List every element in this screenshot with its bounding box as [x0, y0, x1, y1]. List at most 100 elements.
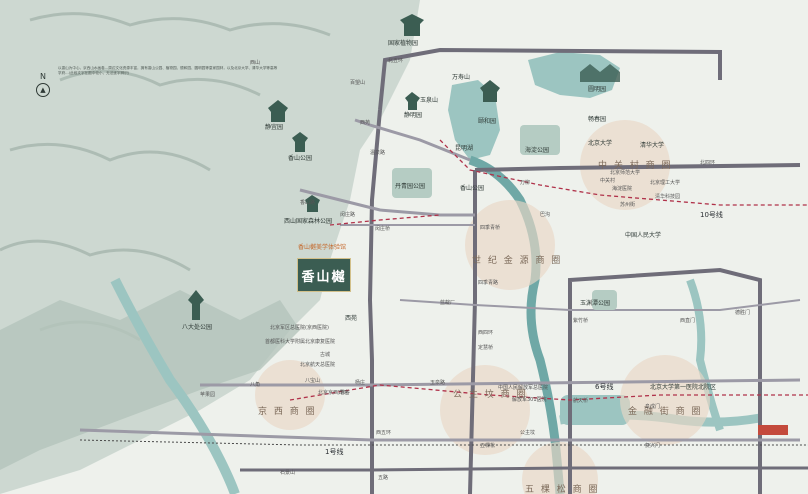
- poi-label: 西五环: [376, 430, 392, 436]
- west-fifth-ring: [367, 109, 382, 494]
- lower-mountains: [0, 290, 300, 470]
- landmark-haidian-park: 海淀公园: [525, 147, 550, 154]
- north-arrow-icon: ▲: [36, 83, 50, 97]
- poi-label: 北四环: [700, 160, 716, 166]
- poi-label: 蓝靛厂: [440, 300, 456, 306]
- line-1-label: 1号线: [325, 448, 344, 456]
- line-6-label: 6号线: [595, 383, 614, 391]
- poi-label: 四季青路: [478, 280, 499, 286]
- haidian-park-block: [520, 125, 560, 155]
- landmark-badachu: 八大处公园: [182, 324, 213, 331]
- poi-label: 西山: [250, 60, 261, 66]
- landmark-xiangshan-park-2: 香山公园: [460, 185, 485, 192]
- project-marker[interactable]: 香山樾: [297, 258, 351, 292]
- poi-label: 定慧桥: [478, 345, 494, 351]
- poi-label: 温泉路: [370, 150, 386, 156]
- poi-label: 海淀医院: [612, 186, 633, 192]
- mountain-ridges: [0, 12, 331, 342]
- poi-label: 阜成门: [645, 404, 661, 410]
- landmark-xishan-forest: 西山国家森林公园: [284, 218, 333, 225]
- poi-label: 解放军301医院: [512, 397, 547, 403]
- museum-label: 香山樾美学体验馆: [298, 244, 347, 251]
- circle-label-shijijinyuan: 世 纪 金 源 商 圈: [472, 256, 563, 266]
- poi-label: 香山路: [300, 200, 316, 206]
- school-pku-hospital: 北京大学第一医院北院区: [650, 384, 717, 391]
- school-tsinghua: 清华大学: [640, 142, 665, 149]
- poi-label: 北京京西宾馆: [318, 390, 349, 396]
- poi-label: 闵庄路: [340, 212, 356, 218]
- poi-label: 万柳: [520, 180, 531, 186]
- circle-label-lugu: 京 西 商 圈: [258, 407, 317, 417]
- tiananmen-icon: [758, 425, 788, 435]
- third-ring-road: [568, 267, 762, 494]
- poi-label: 紫竹桥: [573, 318, 589, 324]
- poi-label: 闵庄桥: [375, 226, 391, 232]
- north-fourth-ring: [474, 163, 801, 172]
- poi-label: 清华科技园: [655, 194, 681, 200]
- poi-label: 首都医科大学附属北京康复医院: [265, 339, 336, 345]
- landmark-danqing-park: 丹青园公园: [395, 183, 426, 190]
- poi-label: 五棵松: [480, 443, 496, 449]
- xiangshan-road: [299, 188, 475, 217]
- metro-line-1: [79, 439, 808, 446]
- circle-zhongguancun: [580, 120, 670, 210]
- poi-label: 北京理工大学: [650, 180, 681, 186]
- poi-label: 西四环: [478, 330, 494, 336]
- poi-label: 西苑: [360, 120, 371, 126]
- landmark-wanshoushan: 万寿山: [452, 74, 471, 81]
- pagoda-icon: [188, 290, 204, 320]
- poi-label: 德胜门: [735, 310, 751, 316]
- poi-label: 复兴门: [645, 443, 661, 449]
- poi-label: 古城: [320, 352, 331, 358]
- landmark-kunming-lake: 昆明湖: [455, 145, 474, 152]
- landmark-yuanming-yuan: 圆明园: [588, 86, 607, 93]
- yuanmingyuan-lake: [528, 52, 620, 98]
- pagoda-icon: [405, 92, 420, 110]
- landmark-jingyi-yuan: 静宜园: [265, 124, 284, 131]
- compass: N ▲: [36, 72, 50, 97]
- circle-gongzhufen: [440, 365, 530, 455]
- poi-label: 西直门: [680, 318, 696, 324]
- fifth-ring-south: [240, 466, 808, 472]
- poi-label: 百望山: [350, 80, 366, 86]
- poi-label: 苏州街: [620, 202, 636, 208]
- yuyuantan-lake: [560, 395, 630, 425]
- poi-label: 五路: [378, 475, 389, 481]
- fourth-ring-road: [468, 170, 477, 494]
- fifth-ring-road: [378, 47, 722, 111]
- metro-xijiao: [329, 214, 441, 226]
- danqing-park-block: [392, 168, 432, 198]
- poi-label: 航天桥: [573, 398, 589, 404]
- poi-label: 北京师范大学: [610, 170, 641, 176]
- poi-label: 八角: [250, 382, 261, 388]
- landmark-yihe-yuan: 颐和园: [478, 118, 497, 125]
- line-10-label: 10号线: [700, 211, 723, 219]
- intro-paragraph: 以香山为中心，京西山水画卷…周边文化资源丰富，拥有香山公园、植物园、颐和园、圆明…: [58, 66, 278, 75]
- yongding-river: [110, 277, 240, 494]
- poi-label: 公主坟: [520, 430, 536, 436]
- landmark-xiyuan: 西苑: [345, 315, 358, 322]
- poi-label: 杨庄: [355, 380, 366, 386]
- west-fourth-ring-link: [354, 118, 471, 162]
- poi-label: 八宝山: [305, 378, 321, 384]
- circle-jinrongjie: [620, 355, 710, 445]
- landmark-yuyuantan: 玉渊潭公园: [580, 300, 611, 307]
- circle-label-jinrongjie: 金 融 街 商 圈: [628, 407, 703, 417]
- pagoda-icon: [305, 195, 320, 212]
- pagoda-icon: [400, 14, 424, 36]
- circle-label-wukesong: 五 棵 松 商 圈: [525, 485, 600, 494]
- east-river: [686, 278, 724, 432]
- metro-line-6: [289, 384, 808, 401]
- poi-label: 中关村: [600, 178, 616, 184]
- poi-label: 鲁谷: [340, 390, 351, 396]
- sijiqing-road: [399, 299, 801, 311]
- landmark-guojia-zhiwuyuan: 国家植物园: [388, 40, 419, 47]
- fushi-road: [200, 378, 801, 387]
- poi-label: 四季青桥: [480, 225, 501, 231]
- poi-label: 苹果园: [200, 392, 216, 398]
- landmark-yuquanshan: 玉泉山: [420, 97, 439, 104]
- pagoda-icon: [292, 132, 308, 152]
- pagoda-icon: [268, 100, 288, 122]
